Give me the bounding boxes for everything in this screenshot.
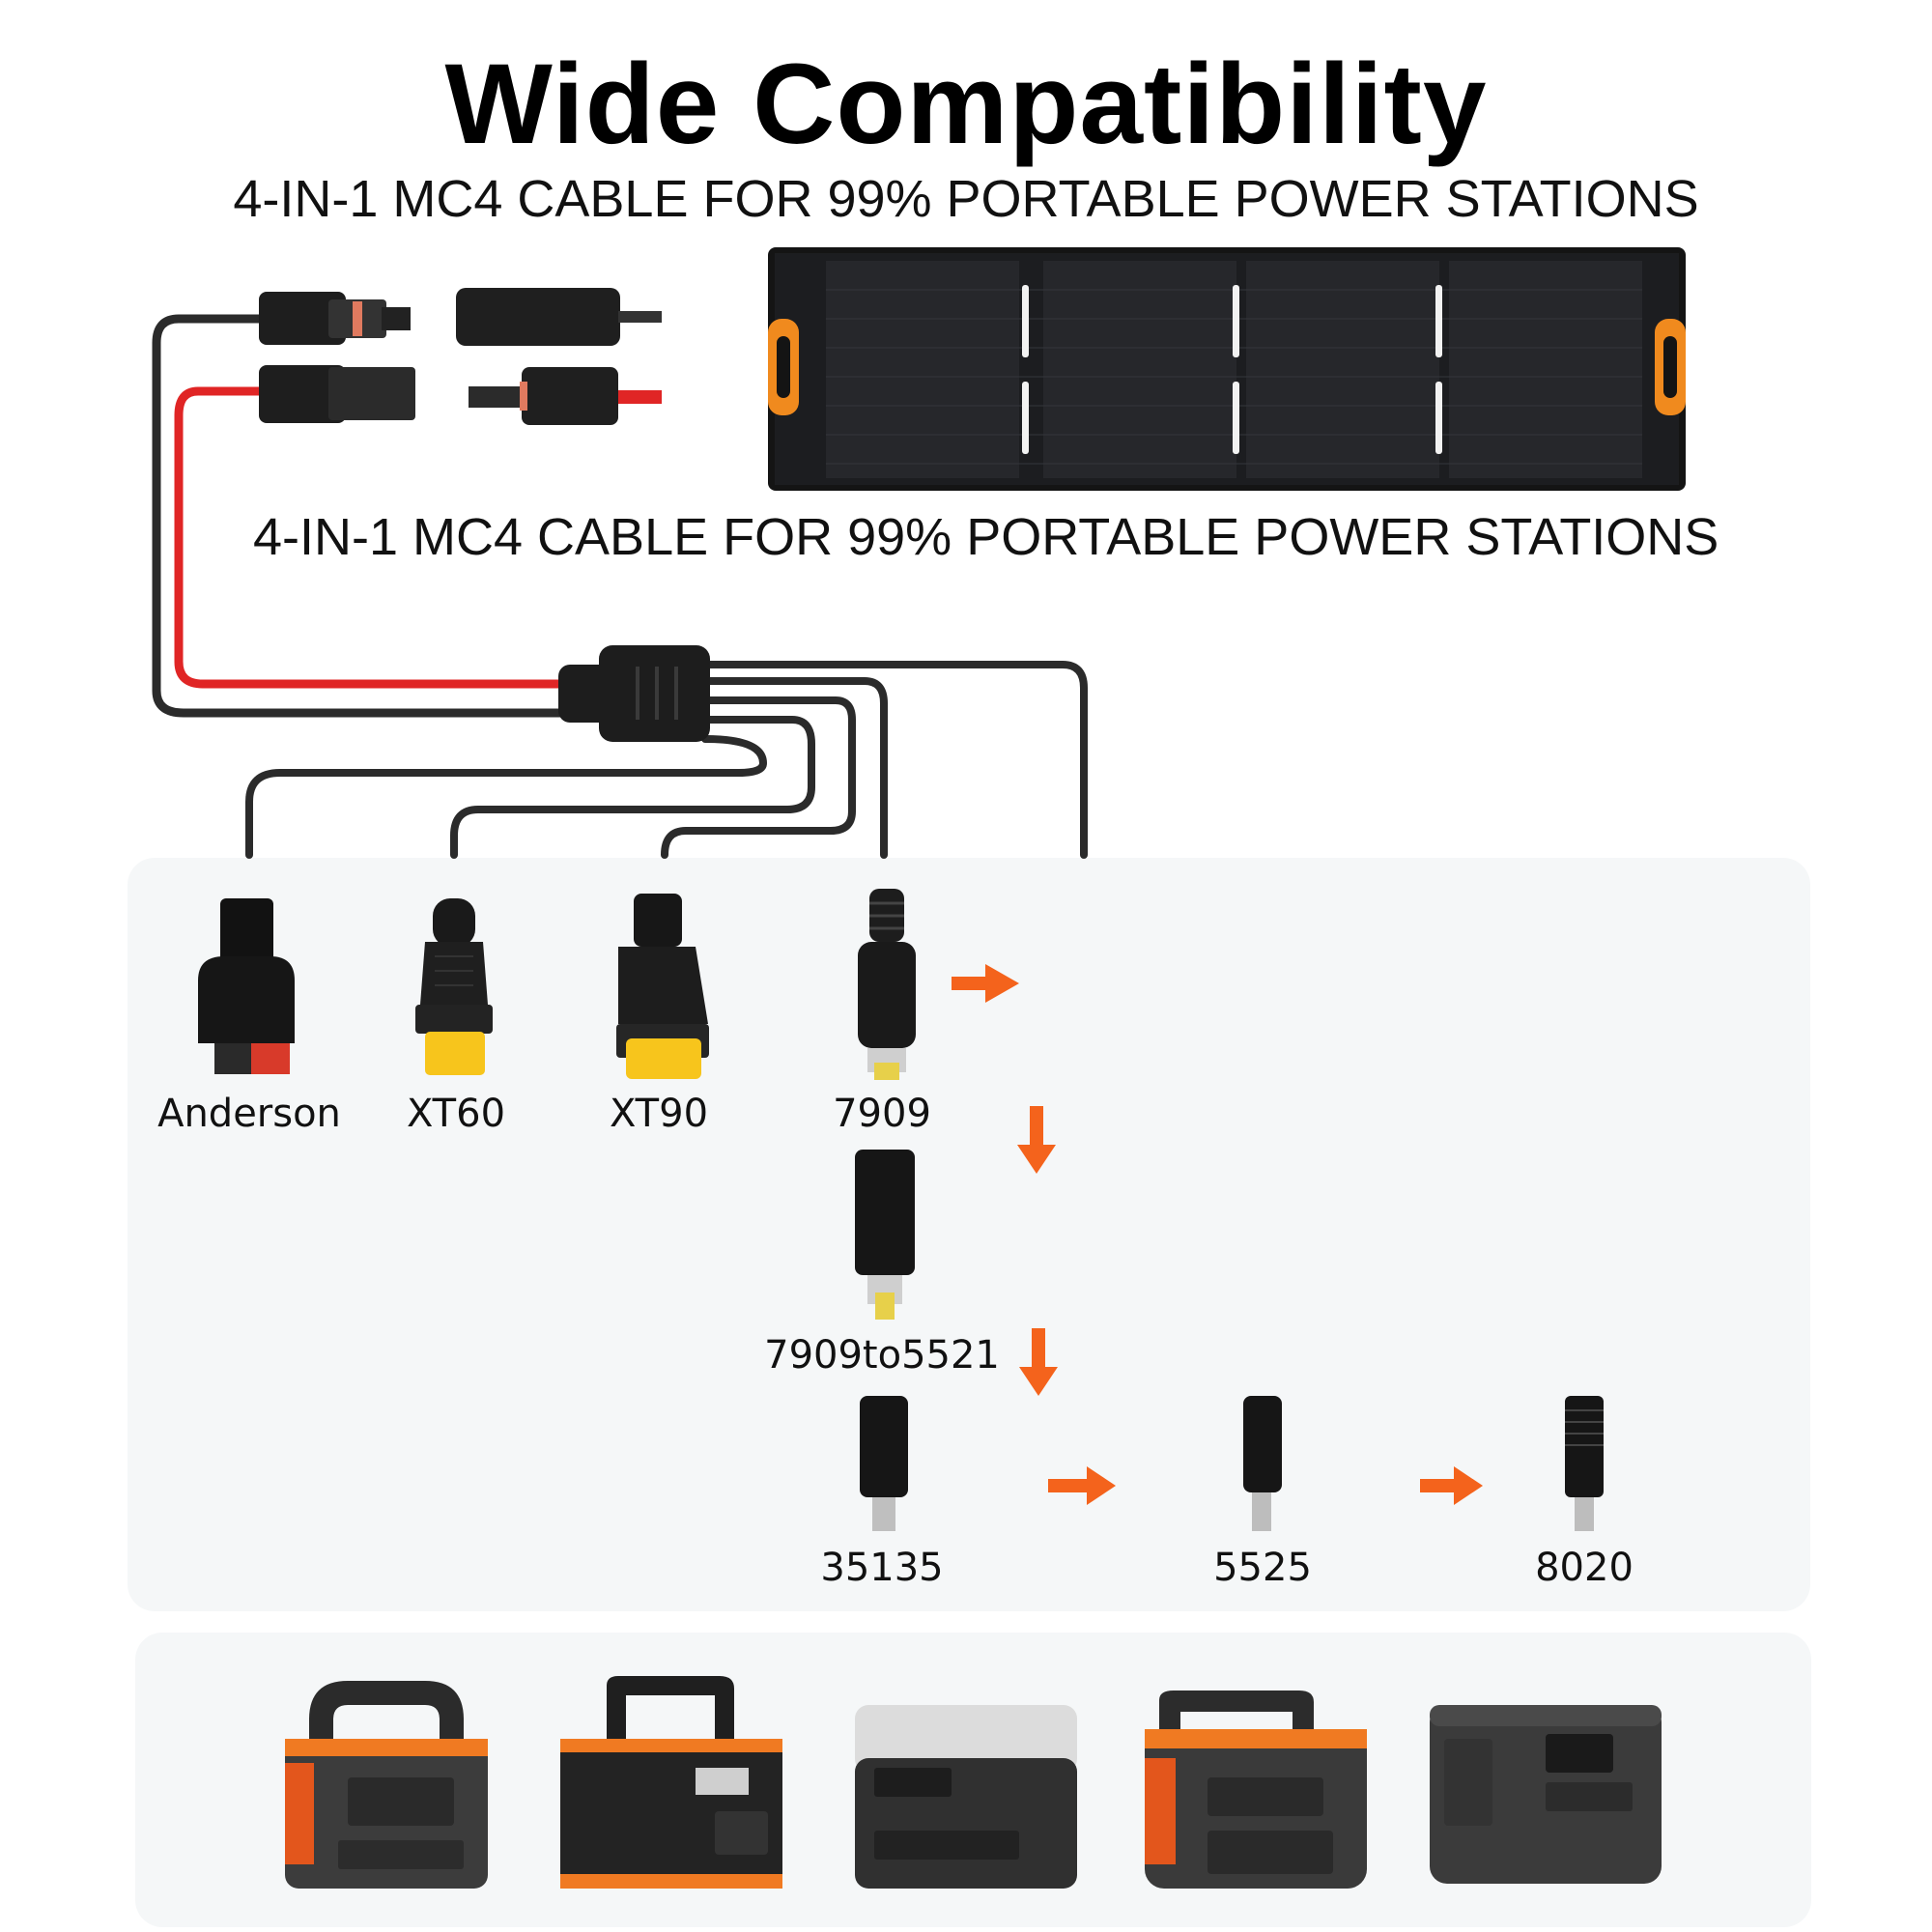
anderson-connector-icon bbox=[198, 898, 295, 1074]
jackery-explorer-station-icon bbox=[1145, 1690, 1367, 1889]
label-7909to5521: 7909to5521 bbox=[764, 1333, 1000, 1378]
panel-handle-left-icon bbox=[768, 319, 799, 415]
bluetti-ac70-station-icon bbox=[1430, 1705, 1662, 1884]
7909-dc-plug-icon bbox=[858, 889, 916, 1080]
xt60-connector-icon bbox=[415, 898, 493, 1075]
solar-panel-icon bbox=[768, 247, 1686, 491]
page-title: Wide Compatibility bbox=[444, 41, 1488, 168]
label-7909: 7909 bbox=[833, 1092, 931, 1136]
arrow-right-icon-1 bbox=[952, 964, 1019, 1003]
output-cable-xt90 bbox=[661, 696, 856, 859]
arrow-right-icon-3 bbox=[1420, 1466, 1483, 1505]
mc4-female-black-icon bbox=[456, 288, 662, 346]
output-cable-anderson bbox=[245, 735, 767, 859]
mc4-male-black-icon bbox=[259, 292, 411, 345]
splitter-hub-icon bbox=[558, 645, 710, 742]
black-input-cable bbox=[152, 314, 570, 718]
mc4-male-red-icon bbox=[259, 365, 415, 423]
label-xt90: XT90 bbox=[609, 1092, 709, 1136]
7909-to-5521-adapter-icon bbox=[855, 1150, 915, 1320]
label-anderson: Anderson bbox=[157, 1092, 341, 1136]
label-8020: 8020 bbox=[1535, 1546, 1634, 1590]
t500-station-icon bbox=[560, 1676, 782, 1889]
jackery-1000-station-icon bbox=[285, 1681, 488, 1889]
mc4-female-red-icon bbox=[469, 367, 662, 425]
cable-wiring bbox=[152, 314, 1088, 859]
red-input-cable bbox=[174, 386, 570, 689]
label-35135: 35135 bbox=[820, 1546, 944, 1590]
label-xt60: XT60 bbox=[406, 1092, 506, 1136]
panel-handle-right-icon bbox=[1655, 319, 1686, 415]
xt90-connector-icon bbox=[616, 894, 709, 1079]
subtitle-mid: 4-IN-1 MC4 CABLE FOR 99% PORTABLE POWER … bbox=[253, 508, 1719, 566]
35135-dc-tip-icon bbox=[860, 1396, 908, 1531]
output-cable-extra bbox=[701, 661, 1088, 859]
output-cable-7909 bbox=[701, 677, 888, 859]
arrow-down-icon-1 bbox=[1017, 1106, 1056, 1174]
8020-dc-tip-icon bbox=[1565, 1396, 1604, 1531]
5525-dc-tip-icon bbox=[1243, 1396, 1282, 1531]
arrow-down-icon-2 bbox=[1019, 1328, 1058, 1396]
subtitle-top: 4-IN-1 MC4 CABLE FOR 99% PORTABLE POWER … bbox=[233, 170, 1699, 228]
output-cable-xt60 bbox=[450, 716, 815, 859]
arrow-right-icon-2 bbox=[1048, 1466, 1116, 1505]
mc4-connector-group bbox=[259, 288, 662, 425]
label-5525: 5525 bbox=[1213, 1546, 1312, 1590]
ecoflow-river-station-icon bbox=[855, 1705, 1077, 1889]
